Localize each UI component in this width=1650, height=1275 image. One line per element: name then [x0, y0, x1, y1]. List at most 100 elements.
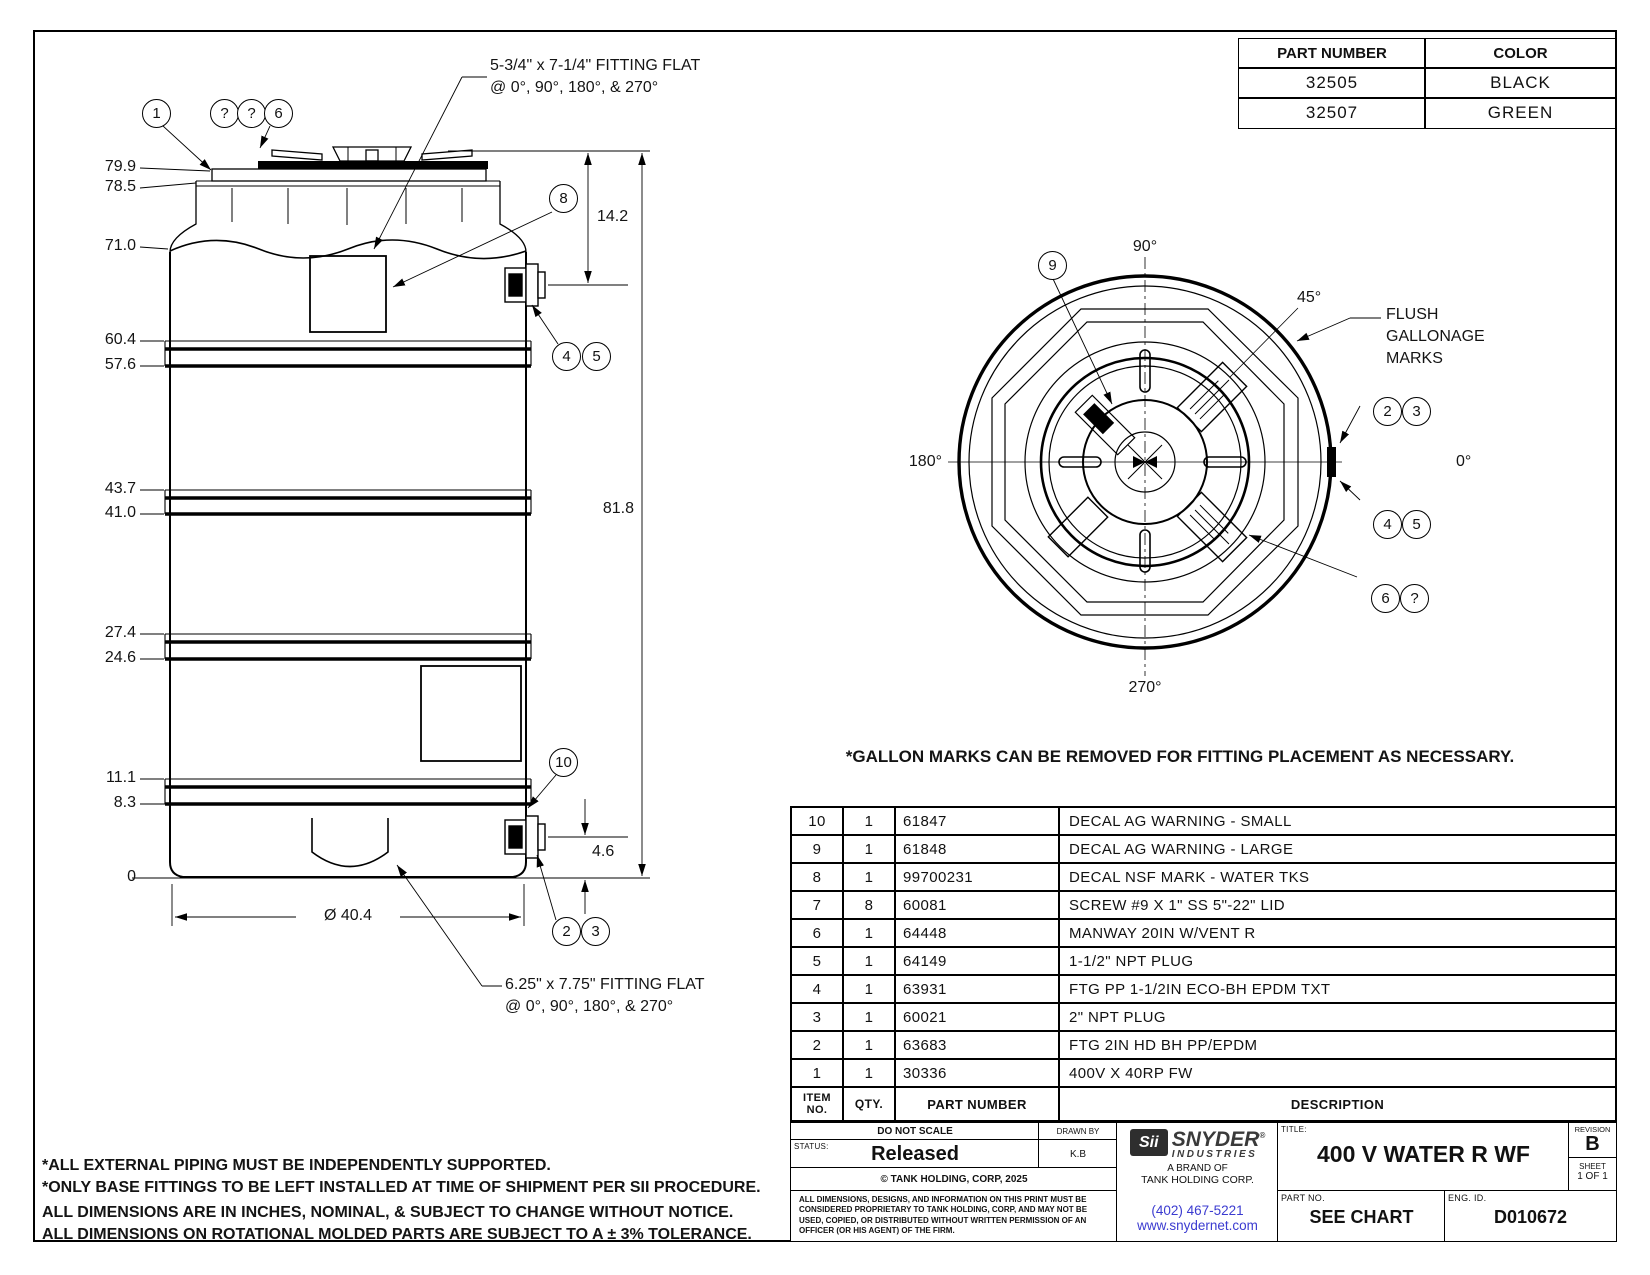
bom-qty: 1 [843, 1003, 895, 1031]
bom-qty: 1 [843, 1031, 895, 1059]
flush-gallonage-label-1: FLUSH [1386, 306, 1439, 323]
dim-57-6: 57.6 [104, 356, 136, 373]
bom-part: 61847 [895, 807, 1059, 835]
bom-desc: SCREW #9 X 1" SS 5"-22" LID [1059, 891, 1616, 919]
balloon-item-7a: ? [210, 99, 239, 128]
note-base-fittings: *ONLY BASE FITTINGS TO BE LEFT INSTALLED… [42, 1179, 761, 1196]
bom-desc: FTG 2IN HD BH PP/EPDM [1059, 1031, 1616, 1059]
status-cell: STATUS: Released [790, 1139, 1040, 1169]
dim-8-3: 8.3 [113, 794, 136, 811]
dim-81-8: 81.8 [602, 500, 634, 517]
status-label: STATUS: [794, 1142, 829, 1151]
sii-logo-icon: Sii [1129, 1129, 1168, 1156]
bom-header-item: ITEM NO. [791, 1087, 843, 1121]
bom-part: 63683 [895, 1031, 1059, 1059]
copyright: © TANK HOLDING, CORP, 2025 [790, 1167, 1118, 1192]
balloon-top-3: 3 [1402, 397, 1431, 426]
dim-0: 0 [127, 868, 136, 885]
sheet-value: 1 OF 1 [1577, 1171, 1608, 1182]
bom-desc: 1-1/2" NPT PLUG [1059, 947, 1616, 975]
bom-desc: DECAL AG WARNING - LARGE [1059, 835, 1616, 863]
balloon-item-5: 5 [582, 342, 611, 371]
balloon-top-9: 9 [1038, 251, 1067, 280]
balloon-top-4: 4 [1373, 510, 1402, 539]
part-number-32505: 32505 [1238, 67, 1426, 99]
fitting-flat-note-bottom-line1: 6.25" x 7.75" FITTING FLAT [505, 976, 705, 993]
dim-11-1: 11.1 [106, 769, 136, 786]
bom-item: 7 [791, 891, 843, 919]
bom-qty: 1 [843, 863, 895, 891]
bill-of-materials: 10 1 61847 DECAL AG WARNING - SMALL 9 1 … [790, 806, 1617, 1088]
balloon-item-8: 8 [549, 184, 578, 213]
logo-snyder-text: SNYDER® [1171, 1128, 1266, 1151]
legal-text: ALL DIMENSIONS, DESIGNS, AND INFORMATION… [799, 1195, 1088, 1236]
logo-cell: Sii SNYDER® INDUSTRIES A BRAND OF TANK H… [1116, 1122, 1279, 1242]
eng-id-value: D010672 [1493, 1207, 1568, 1227]
revision-cell: REVISION B [1568, 1122, 1617, 1159]
balloon-item-6: 6 [264, 99, 293, 128]
angle-45: 45° [1297, 289, 1322, 306]
phone-number: (402) 467-5221 [1151, 1203, 1244, 1218]
dim-14-2: 14.2 [597, 208, 629, 225]
part-no-label: PART NO. [1281, 1193, 1325, 1203]
logo-industries-text: INDUSTRIES [1171, 1149, 1258, 1160]
balloon-item-10: 10 [549, 748, 578, 777]
bom-item: 9 [791, 835, 843, 863]
part-number-32507: 32507 [1238, 97, 1426, 129]
bom-part: 63931 [895, 975, 1059, 1003]
bom-header-row: ITEM NO. QTY. PART NUMBER DESCRIPTION [790, 1086, 1617, 1122]
fitting-flat-note-bottom-line2: @ 0°, 90°, 180°, & 270° [505, 998, 674, 1015]
bom-qty: 1 [843, 1059, 895, 1087]
website-link[interactable]: www.snydernet.com [1137, 1218, 1258, 1233]
bom-desc: DECAL NSF MARK - WATER TKS [1059, 863, 1616, 891]
dim-diameter: Ø 40.4 [288, 907, 408, 925]
bom-desc: DECAL AG WARNING - SMALL [1059, 807, 1616, 835]
bom-part: 99700231 [895, 863, 1059, 891]
bom-part: 60021 [895, 1003, 1059, 1031]
bom-part: 30336 [895, 1059, 1059, 1087]
angle-270: 270° [1128, 679, 1162, 696]
sheet-cell: SHEET 1 OF 1 [1568, 1157, 1617, 1192]
dim-4-6: 4.6 [592, 843, 615, 860]
bom-item: 10 [791, 807, 843, 835]
status-value: Released [871, 1143, 959, 1165]
dim-78-5: 78.5 [104, 178, 136, 195]
color-header: COLOR [1424, 38, 1617, 69]
dim-41-0: 41.0 [104, 504, 136, 521]
bom-desc: 400V X 40RP FW [1059, 1059, 1616, 1087]
revision-value: B [1585, 1133, 1600, 1155]
note-external-piping: *ALL EXTERNAL PIPING MUST BE INDEPENDENT… [42, 1157, 551, 1174]
eng-id-label: ENG. ID. [1448, 1193, 1487, 1203]
bom-item: 2 [791, 1031, 843, 1059]
part-no-value: SEE CHART [1309, 1207, 1414, 1227]
part-no-cell: PART NO. SEE CHART [1277, 1190, 1446, 1242]
balloon-item-4: 4 [552, 342, 581, 371]
dim-24-6: 24.6 [104, 649, 136, 666]
bom-qty: 1 [843, 835, 895, 863]
balloon-top-7: ? [1400, 584, 1429, 613]
bom-item: 4 [791, 975, 843, 1003]
dim-60-4: 60.4 [104, 331, 136, 348]
flush-gallonage-label-2: GALLONAGE [1386, 328, 1485, 345]
bom-qty: 1 [843, 947, 895, 975]
drawn-by-value: K.B [1038, 1139, 1118, 1169]
bom-qty: 1 [843, 807, 895, 835]
dim-71-0: 71.0 [104, 237, 136, 254]
balloon-top-2: 2 [1373, 397, 1402, 426]
eng-id-cell: ENG. ID. D010672 [1444, 1190, 1617, 1242]
legal-cell: ALL DIMENSIONS, DESIGNS, AND INFORMATION… [790, 1190, 1118, 1242]
dim-79-9: 79.9 [104, 158, 136, 175]
balloon-item-1: 1 [142, 99, 171, 128]
bom-item: 3 [791, 1003, 843, 1031]
bom-qty: 1 [843, 919, 895, 947]
note-dimensions: ALL DIMENSIONS ARE IN INCHES, NOMINAL, &… [42, 1204, 734, 1221]
angle-180: 180° [908, 453, 942, 470]
bom-item: 5 [791, 947, 843, 975]
flush-gallonage-label-3: MARKS [1386, 350, 1443, 367]
part-number-header: PART NUMBER [1238, 38, 1426, 69]
bom-header-part: PART NUMBER [895, 1087, 1059, 1121]
fitting-flat-note-top-line2: @ 0°, 90°, 180°, & 270° [490, 79, 659, 96]
bom-part: 61848 [895, 835, 1059, 863]
bom-item: 1 [791, 1059, 843, 1087]
